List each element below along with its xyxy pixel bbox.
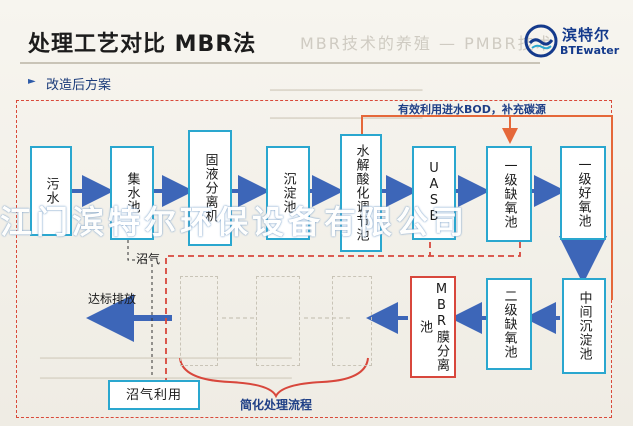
- discharge-label: 达标排放: [88, 292, 137, 306]
- box-anoxic-2: 二级缺氧池: [486, 278, 532, 370]
- box-biogas-use: 沼气利用: [108, 380, 200, 410]
- box-simplified-1: [180, 276, 218, 366]
- page-title: 处理工艺对比 MBR法: [28, 32, 257, 57]
- brand-logo: 滨特尔 BTEwater: [524, 22, 628, 60]
- simplified-flow-label: 简化处理流程: [240, 398, 313, 412]
- box-middle-settling: 中间沉淀池: [562, 278, 606, 374]
- title-underline: [20, 62, 540, 64]
- box-aerobic-1: 一级好氧池: [560, 146, 606, 240]
- box-simplified-3: [332, 276, 372, 366]
- section-subtitle: 改造后方案: [46, 78, 112, 93]
- wave-logo-icon: [524, 24, 558, 58]
- box-sewage: 污水: [30, 146, 72, 236]
- box-solid-liquid-separator: 固液分离机: [188, 130, 232, 246]
- box-simplified-2: [256, 276, 300, 366]
- logo-name: 滨特尔: [562, 26, 611, 44]
- box-collection-tank: 集水池: [110, 146, 154, 240]
- ghost-title: MBR技术的养殖 — PMBR技术: [300, 34, 554, 53]
- box-anoxic-1: 一级缺氧池: [486, 146, 532, 242]
- box-hydrolysis-tank: 水解酸化调节池: [340, 134, 382, 252]
- box-uasb: UASB: [412, 146, 456, 240]
- company-watermark: 江门滨特尔环保设备有限公司: [0, 203, 469, 241]
- ghost-text: ━━━━━━━━━━━━━━━━━━━━━━━: [270, 84, 423, 97]
- carbon-source-note: 有效利用进水BOD，补充碳源: [398, 103, 546, 116]
- bullet-arrow-icon: ►: [28, 76, 36, 87]
- biogas-label: 沼气: [136, 252, 161, 266]
- box-mbr: MBR膜分离池: [410, 276, 456, 378]
- logo-name-en: BTEwater: [560, 44, 620, 57]
- box-settling-tank: 沉淀池: [266, 146, 310, 240]
